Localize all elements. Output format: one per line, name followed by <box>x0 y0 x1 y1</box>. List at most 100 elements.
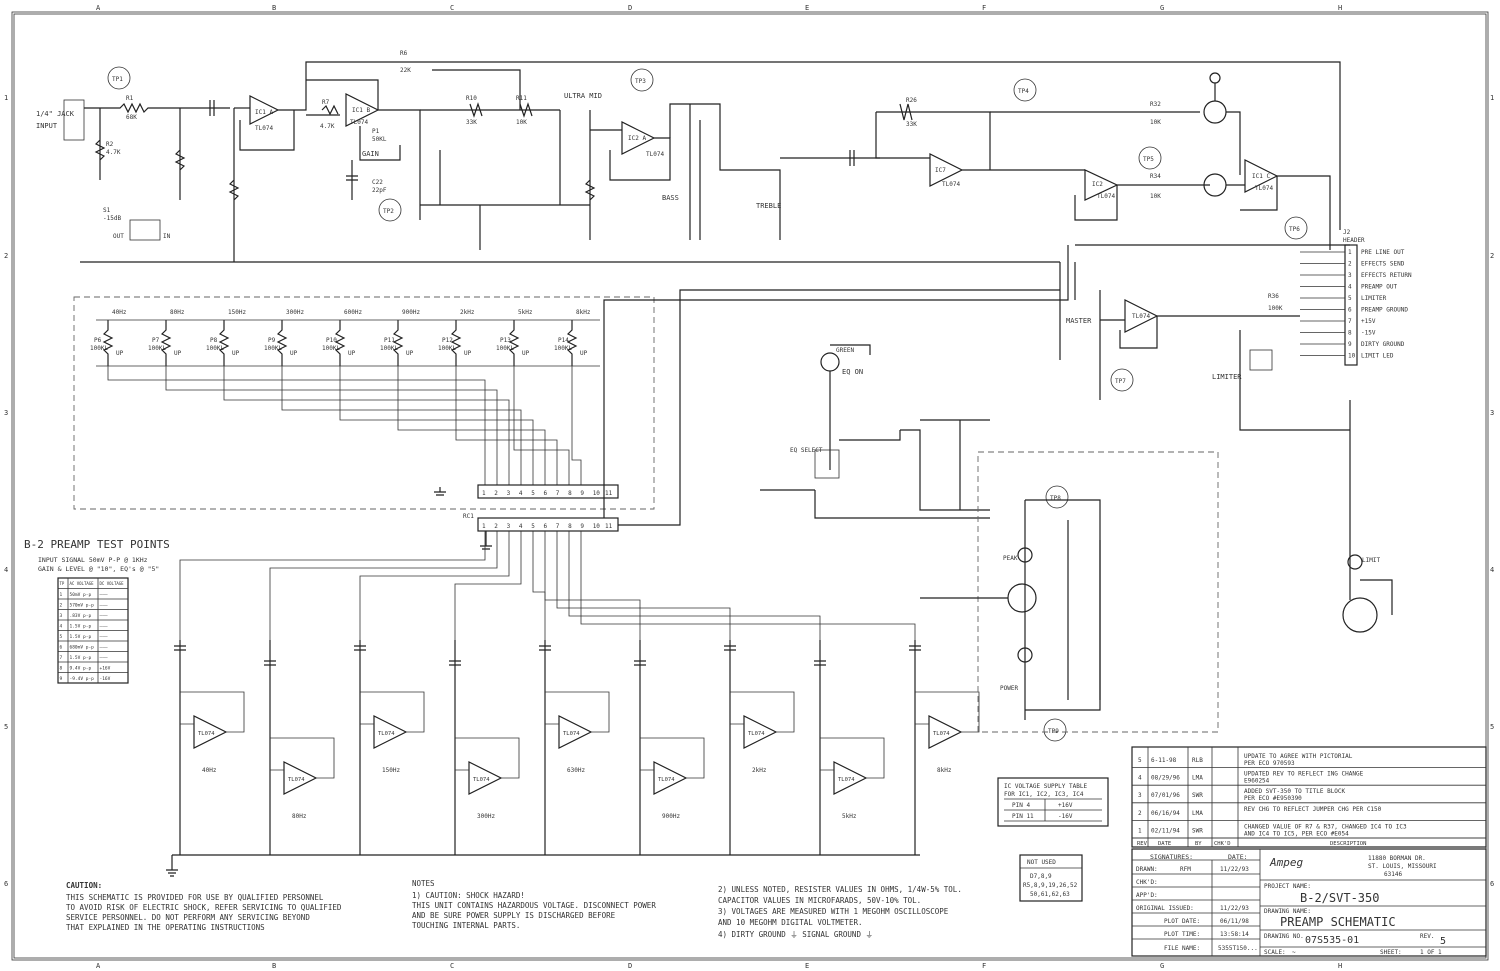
eq-rails <box>96 319 600 367</box>
filter-feed-wire <box>269 531 498 640</box>
limiter-label: LIMITER <box>1212 373 1242 381</box>
tp-table-cell: -16V <box>100 676 111 682</box>
s1-label: S1 <box>103 207 111 214</box>
ic1c-label: IC1 C <box>1252 173 1270 180</box>
ribbon-bottom-pin: 1 <box>482 523 486 530</box>
eq-pot-label: P14 <box>558 337 569 344</box>
r36-label: R36 <box>1268 293 1279 300</box>
test-point-circle <box>378 198 402 222</box>
filter-feedback <box>820 737 885 779</box>
test-point-circle <box>1110 368 1134 392</box>
r11-value: 10K <box>516 119 527 126</box>
revision-date: 02/11/94 <box>1151 827 1180 834</box>
eq-pot-resistor <box>450 320 462 366</box>
eq-pot-label: P6 <box>94 337 102 344</box>
test-point-circle <box>1138 146 1162 170</box>
column-label-bottom: H <box>1338 962 1342 970</box>
eq-pot-resistor <box>566 320 578 366</box>
eq-pot-resistor <box>160 320 172 366</box>
row-label-left: 1 <box>4 94 8 102</box>
j2-pin-number: 9 <box>1348 341 1352 348</box>
ribbon-bottom-pin: 10 <box>593 523 601 530</box>
tp-table-header: DC VOLTAGE <box>100 581 125 586</box>
filter-opamp <box>833 761 868 795</box>
filter-opamp-type: TL074 <box>288 777 305 783</box>
ic7-label: IC7 <box>935 167 946 174</box>
bass-label: BASS <box>662 194 679 202</box>
tp-table-cell: 5 <box>60 634 63 640</box>
filter-opamp-type: TL074 <box>748 731 765 737</box>
input-section: 1/4" JACK INPUT R1 68K R2 4.7K S1 -15dB … <box>36 95 1060 263</box>
test-point-label: TP7 <box>1115 378 1126 385</box>
filter-feed-wire <box>580 531 916 640</box>
column-label-top: F <box>982 4 986 12</box>
ic1a-label: IC1 A <box>255 109 273 116</box>
filter-opamp <box>283 761 318 795</box>
ribbon-top-pin: 9 <box>580 490 584 497</box>
eq-pot-label: P7 <box>152 337 160 344</box>
filter-stages: TL07440HzTL07480HzTL074150HzTL074300HzTL… <box>174 531 980 855</box>
ic1b-label: IC1 B <box>352 107 370 114</box>
filter-opamp <box>743 715 778 749</box>
filter-opamp-type: TL074 <box>658 777 675 783</box>
ic-supply-r2c2: -16V <box>1058 813 1073 820</box>
filter-band-label: 900Hz <box>662 813 680 820</box>
tp-table-cell: ——— <box>100 635 108 640</box>
filter-opamp-type: TL074 <box>838 777 855 783</box>
gain-stages: IC1 A TL074 R6 22K R7 4.7K IC1 B TL074 P… <box>234 50 1350 431</box>
tp-table-cell: 9.4V p-p <box>70 666 92 672</box>
row-label-left: 6 <box>4 880 8 888</box>
eq-band-label: 2kHz <box>460 309 475 316</box>
eq-pot-resistor <box>102 320 114 366</box>
eq-band-label: 300Hz <box>286 309 304 316</box>
eq-pot-value: 100KL <box>206 345 224 352</box>
filter-cap <box>354 645 366 651</box>
test-point-circle <box>1284 216 1308 240</box>
ic-supply-table: IC VOLTAGE SUPPLY TABLE FOR IC1, IC2, IC… <box>997 777 1109 827</box>
tb-chkd-label: CHK'D: <box>1136 879 1158 886</box>
tb-file-label: FILE NAME: <box>1164 945 1200 952</box>
column-label-bottom: F <box>982 962 986 970</box>
notes2-line3: 3) VOLTAGES ARE MEASURED WITH 1 MEGOHM O… <box>718 907 949 916</box>
filter-band-label: 630Hz <box>567 767 585 774</box>
eq-pot-section: 40HzP6100KLUP80HzP7100KLUP150HzP8100KLUP… <box>73 296 655 510</box>
tp-table-cell: ——— <box>100 625 108 630</box>
revision-rev: 5 <box>1138 757 1142 764</box>
filter-opamp-type: TL074 <box>198 731 215 737</box>
tp-table-cell: ——— <box>100 646 108 651</box>
eq-pot-up: UP <box>348 350 356 357</box>
tb-drawn-date: 11/22/93 <box>1220 866 1249 873</box>
rev-h-chkd: CHK'D <box>1214 841 1231 847</box>
row-label-left: 2 <box>4 252 8 260</box>
filter-band-label: 80Hz <box>292 813 307 820</box>
filter-feedback <box>360 691 425 733</box>
tp-table-header: AC VOLTAGE <box>70 581 95 586</box>
filter-opamp-type: TL074 <box>378 731 395 737</box>
revision-date: 07/01/96 <box>1151 792 1180 799</box>
test-point-circle <box>1013 78 1037 102</box>
ribbon-bottom-pin: 7 <box>556 523 560 530</box>
eq-band-label: 8kHz <box>576 309 591 316</box>
test-point-circle <box>107 66 131 90</box>
j2-title: J2 <box>1343 229 1351 236</box>
tb-appd-label: APP'D: <box>1136 892 1158 899</box>
filter-cap <box>449 660 461 666</box>
tp-table-cell: .83V p-p <box>70 613 92 619</box>
rev-h-date: DATE <box>1158 841 1171 847</box>
filter-feed-wire <box>532 531 546 640</box>
eq-pot-resistor <box>392 320 404 366</box>
not-used-box: NOT USED D7,8,9 R5,8,9,19,26,52 50,61,62… <box>1019 854 1083 902</box>
ic1d-type: TL074 <box>1132 313 1150 320</box>
notes2-line1: 2) UNLESS NOTED, RESISTER VALUES IN OHMS… <box>718 885 962 894</box>
rev-h-desc: DESCRIPTION <box>1330 841 1366 847</box>
peak-label: PEAK <box>1003 555 1018 562</box>
ribbon-top-pin: 8 <box>568 490 572 497</box>
r36-value: 100K <box>1268 305 1283 312</box>
eq-band-label: 600Hz <box>344 309 362 316</box>
r10-label: R10 <box>466 95 477 102</box>
tp-table-cell: 1 <box>60 592 63 598</box>
filter-feed-wire <box>568 531 821 640</box>
